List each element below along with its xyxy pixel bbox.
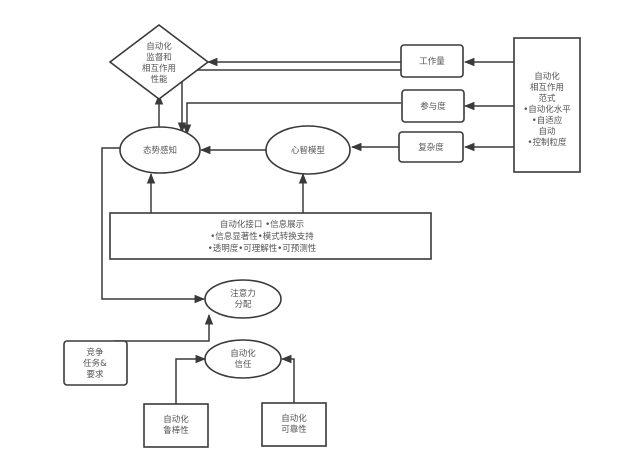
node-situation-awareness[interactable]: 态势感知 <box>119 126 201 174</box>
node-label-line: 参与度 <box>420 101 446 112</box>
ellipse-shape <box>204 339 282 379</box>
node-label-line: 可靠性 <box>281 424 307 435</box>
edge-competing-tasks-attention <box>114 313 214 342</box>
node-engagement[interactable]: 参与度 <box>401 89 465 123</box>
node-label-line: 范式 <box>538 93 556 104</box>
node-label-line: 复杂度 <box>418 142 444 153</box>
node-label-line: •自适应 <box>532 115 563 126</box>
node-label-line: 心智模型 <box>291 145 326 156</box>
edge-reliability-trust <box>280 354 295 404</box>
rounded-rect-shape <box>398 131 464 163</box>
node-label-line: 要求 <box>86 369 104 380</box>
node-label-line: 自动化 <box>146 41 172 52</box>
node-label-line: 自动化 <box>230 348 256 359</box>
node-label-line: 自动化 <box>534 71 560 82</box>
node-competing-tasks[interactable]: 竞争 任务& 要求 <box>63 340 128 386</box>
node-label-line: 自动化 <box>281 413 307 424</box>
node-label-line: 任务& <box>83 358 107 369</box>
ellipse-shape <box>204 279 282 319</box>
rect-shape <box>109 212 432 260</box>
node-label-line: 相互作用 <box>142 63 176 74</box>
node-label-line: 自动化 <box>163 414 189 425</box>
ellipse-shape <box>119 126 201 174</box>
node-complexity[interactable]: 复杂度 <box>398 131 464 163</box>
edge-situation-awareness-attention <box>101 147 206 304</box>
rounded-rect-shape <box>63 340 128 386</box>
node-label-line: 自动 <box>538 126 556 137</box>
diamond-shape <box>108 23 210 101</box>
node-interaction-paradigm[interactable]: 自动化 相互作用 范式 •自动化水平 •自适应 自动 •控制粒度 <box>513 37 581 173</box>
ellipse-shape <box>265 125 351 175</box>
node-label-line: 工作量 <box>419 56 445 67</box>
node-automation-reliability[interactable]: 自动化 可靠性 <box>261 402 327 447</box>
node-performance[interactable]: 自动化 监督和 相互作用 性能 <box>108 23 210 101</box>
node-workload[interactable]: 工作量 <box>400 44 464 78</box>
rounded-rect-shape <box>400 44 464 78</box>
node-label-line: 分配 <box>234 300 252 310</box>
node-attention-allocation[interactable]: 注意力 分配 <box>204 279 282 319</box>
node-label-line: •控制粒度 <box>527 137 567 148</box>
node-label-line: •信息显著性•模式转换支持 <box>210 231 314 242</box>
node-label-line: 态势感知 <box>143 145 177 156</box>
node-mental-model[interactable]: 心智模型 <box>265 125 351 175</box>
node-label-line: 相互作用 <box>530 82 564 93</box>
edge-engagement-situation-awareness <box>182 102 401 136</box>
rect-shape <box>143 403 209 448</box>
node-automation-interface[interactable]: 自动化接口 •信息展示 •信息显著性•模式转换支持 •透明度•可理解性•可预测性 <box>109 212 432 260</box>
node-label-line: •透明度•可理解性•可预测性 <box>208 243 317 254</box>
node-label-line: 鲁棒性 <box>163 425 189 436</box>
node-label-line: •自动化水平 <box>523 104 571 115</box>
rounded-rect-shape <box>401 89 465 123</box>
rect-shape <box>261 402 327 447</box>
node-label-line: 自动化接口 •信息展示 <box>220 219 304 230</box>
edge-workload-situation-awareness <box>177 69 401 134</box>
node-automation-robustness[interactable]: 自动化 鲁棒性 <box>143 403 209 448</box>
node-label-line: 性能 <box>150 74 168 85</box>
node-label-line: 注意力 <box>230 288 256 299</box>
node-label-line: 信任 <box>234 359 252 370</box>
rect-shape <box>513 37 581 173</box>
edge-robustness-trust <box>175 354 207 404</box>
node-automation-trust[interactable]: 自动化 信任 <box>204 339 282 379</box>
node-label-line: 监督和 <box>146 52 172 63</box>
node-label-line: 竞争 <box>86 347 104 358</box>
